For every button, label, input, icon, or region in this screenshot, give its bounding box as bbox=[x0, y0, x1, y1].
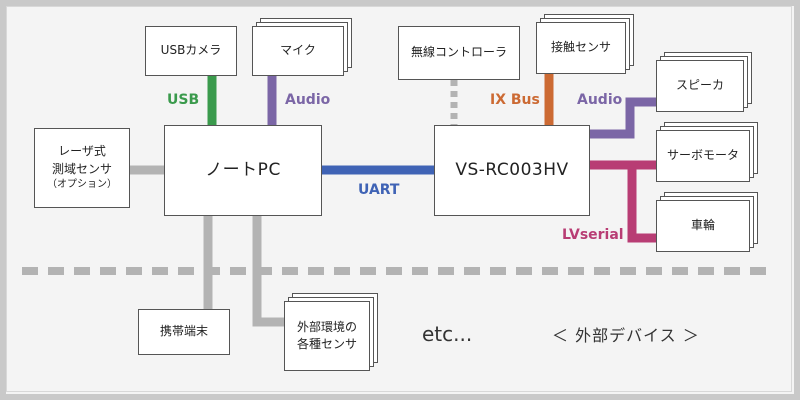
lvserial-label: LVserial bbox=[562, 227, 624, 243]
laser-sensor-label-3: （オプション） bbox=[47, 179, 117, 191]
mic-label: マイク bbox=[280, 43, 316, 58]
contact-sensor-box: 接触センサ bbox=[536, 22, 626, 74]
laser-sensor-label-1: レーザ式 bbox=[58, 144, 106, 159]
wheel-box: 車輪 bbox=[656, 200, 750, 252]
audio-right-label: Audio bbox=[577, 92, 623, 108]
audio-line-speaker bbox=[590, 97, 656, 139]
lvserial-line-wheel bbox=[627, 165, 656, 243]
vs-rc003hv-label: VS-RC003HV bbox=[455, 160, 569, 181]
mobile-terminal-label: 携帯端末 bbox=[159, 324, 208, 339]
audio-left-label: Audio bbox=[285, 92, 331, 108]
mobile-terminal-box: 携帯端末 bbox=[138, 309, 230, 355]
contact-sensor-label: 接触センサ bbox=[550, 40, 611, 55]
note-pc-label: ノートPC bbox=[205, 160, 281, 181]
external-devices-label: ＜ 外部デバイス ＞ bbox=[552, 326, 700, 345]
usb-label: USB bbox=[167, 92, 200, 108]
external-sensors-box: 外部環境の 各種センサ bbox=[284, 301, 370, 371]
speaker-box: スピーカ bbox=[656, 60, 744, 112]
laser-sensor-box: レーザ式 測域センサ （オプション） bbox=[34, 128, 130, 208]
external-sensors-label-1: 外部環境の bbox=[296, 319, 357, 334]
external-sensors-line bbox=[252, 216, 292, 327]
wireless-controller-box: 無線コントローラ bbox=[398, 26, 520, 80]
usb-camera-label: USBカメラ bbox=[160, 43, 222, 58]
uart-label: UART bbox=[358, 182, 400, 198]
mic-box: マイク bbox=[252, 26, 344, 76]
ixbus-label: IX Bus bbox=[490, 92, 540, 108]
wireless-controller-label: 無線コントローラ bbox=[410, 45, 507, 60]
wheel-label: 車輪 bbox=[690, 218, 715, 233]
servo-motor-label: サーボモータ bbox=[666, 148, 739, 163]
external-sensors-label-2: 各種センサ bbox=[296, 337, 357, 351]
diagram-inner-frame bbox=[6, 6, 792, 392]
note-pc-box: ノートPC bbox=[164, 125, 322, 216]
vs-rc003hv-box: VS-RC003HV bbox=[434, 125, 590, 216]
servo-motor-box: サーボモータ bbox=[656, 130, 750, 182]
speaker-label: スピーカ bbox=[675, 78, 724, 93]
etc-label: etc... bbox=[422, 322, 473, 346]
usb-camera-box: USBカメラ bbox=[145, 26, 237, 76]
laser-sensor-label-2: 測域センサ bbox=[51, 161, 112, 176]
